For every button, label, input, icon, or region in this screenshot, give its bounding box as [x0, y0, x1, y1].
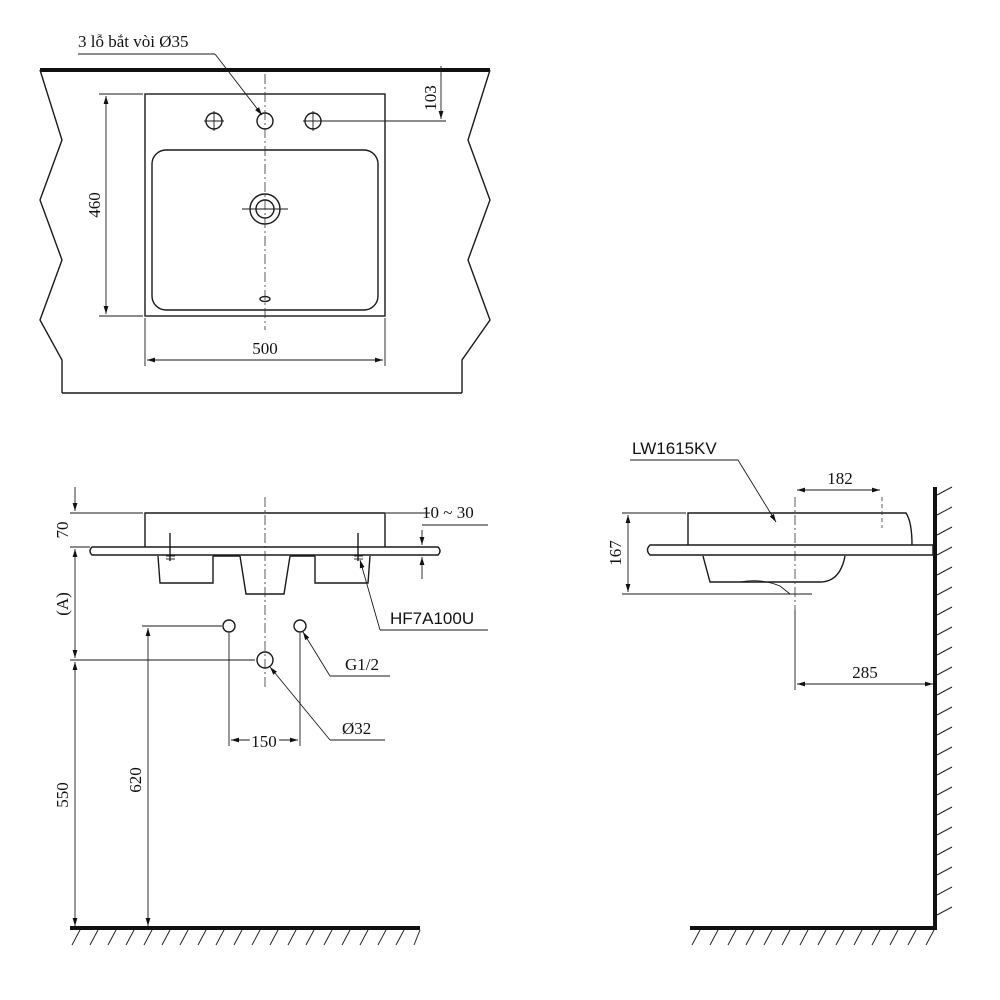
side-wall-hatch [936, 486, 953, 916]
front-floor-hatch [71, 929, 421, 946]
front-counter-slab [89, 546, 441, 556]
dim-thickness-label: 10 ~ 30 [422, 503, 474, 522]
side-view: 182 167 285 LW1615KV [606, 439, 953, 946]
callout-tap-holes: 3 lỗ bắt vòi Ø35 [78, 32, 189, 51]
callout-drain: Ø32 [342, 719, 371, 738]
dim-supply-height-label: 620 [126, 767, 145, 793]
supply-left-icon [222, 619, 236, 633]
dim-a-label: (A) [53, 592, 72, 616]
front-bowl-right [314, 555, 371, 584]
supply-right-icon [293, 619, 307, 633]
callout-bracket: HF7A100U [390, 609, 474, 628]
side-floor-hatch [691, 929, 935, 946]
side-bowl [702, 555, 846, 583]
top-view: 3 lỗ bắt vòi Ø35 460 500 103 [39, 32, 491, 394]
dim-supply-spacing-label: 150 [251, 732, 277, 751]
dim-drain-height-label: 550 [53, 782, 72, 808]
dim-hole-offset-label: 103 [421, 85, 440, 111]
front-bowl-left [157, 555, 214, 584]
dim-height-label: 167 [606, 540, 625, 566]
front-view: 70 (A) 550 620 150 10 ~ 30 HF7A100U G1/2… [53, 487, 488, 946]
dim-wall-label: 285 [852, 663, 878, 682]
counter-left-break [39, 69, 63, 393]
callout-supply: G1/2 [345, 655, 379, 674]
dim-depth-label: 460 [85, 192, 104, 218]
dim-top-label: 70 [53, 522, 72, 539]
bracket-right-icon [354, 533, 363, 561]
dim-width-label: 500 [252, 339, 278, 358]
front-basin-rim [144, 512, 386, 547]
bracket-left-icon [166, 533, 175, 561]
callout-model: LW1615KV [632, 439, 717, 458]
side-counter-slab [646, 544, 934, 556]
dim-overhang-label: 182 [827, 469, 853, 488]
counter-right-break [461, 69, 491, 393]
side-drain-trap [739, 580, 812, 595]
side-basin-rim [687, 512, 913, 546]
